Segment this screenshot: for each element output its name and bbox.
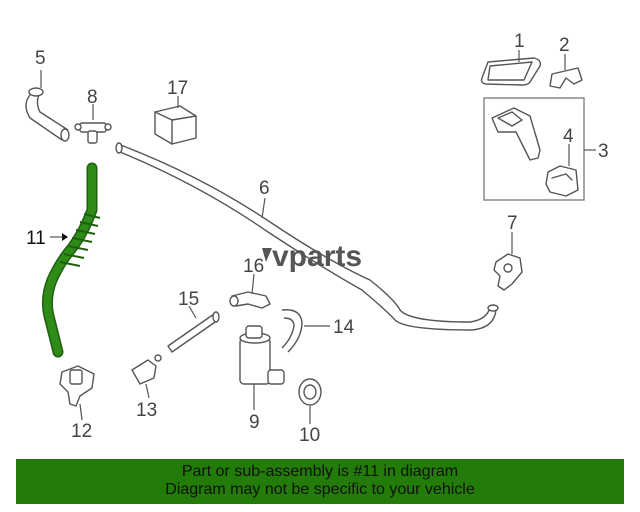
- part-2-clip: [549, 67, 583, 89]
- callout-13: 13: [136, 400, 157, 421]
- part-1-cover: [480, 57, 542, 86]
- banner-line-2: Diagram may not be specific to your vehi…: [165, 481, 475, 498]
- part-3-assembly-box: [483, 97, 585, 201]
- callout-11: 11: [26, 228, 46, 249]
- leader-lines: [40, 50, 596, 424]
- watermark-logo: vparts: [262, 240, 362, 273]
- callout-6: 6: [259, 178, 270, 199]
- callout-8: 8: [87, 87, 98, 108]
- callout-15: 15: [178, 289, 199, 310]
- banner-line-1: Part or sub-assembly is #11 in diagram: [181, 463, 459, 480]
- callout-4: 4: [563, 126, 574, 147]
- part-14-hose: [281, 309, 303, 353]
- part-9-pump: [239, 325, 285, 385]
- callout-14: 14: [333, 317, 355, 338]
- info-banner: Part or sub-assembly is #11 in diagram D…: [16, 459, 624, 504]
- callout-3: 3: [598, 141, 609, 162]
- part-11-hose-highlighted: [41, 162, 101, 358]
- callout-1: 1: [514, 31, 525, 52]
- part-5-hose: [25, 87, 70, 142]
- part-13-fitting: [131, 354, 162, 385]
- part-12-nozzle: [59, 365, 95, 407]
- part-10-grommet: [298, 378, 322, 406]
- callout-5: 5: [35, 48, 46, 69]
- callout-11-arrow: [62, 233, 68, 241]
- part-16-hose: [229, 291, 271, 309]
- callout-7: 7: [507, 213, 518, 234]
- callout-9: 9: [249, 412, 260, 433]
- callout-16: 16: [243, 256, 264, 277]
- watermark-text: vparts: [272, 240, 362, 273]
- part-17-module: [154, 105, 197, 145]
- part-7-nozzle: [493, 253, 523, 291]
- part-15-hose: [167, 311, 220, 353]
- callout-12: 12: [71, 421, 92, 442]
- callout-17: 17: [167, 78, 188, 99]
- callout-10: 10: [299, 425, 320, 446]
- part-6-hose: [115, 142, 499, 331]
- callout-2: 2: [559, 35, 570, 56]
- part-8-connector: [74, 122, 112, 144]
